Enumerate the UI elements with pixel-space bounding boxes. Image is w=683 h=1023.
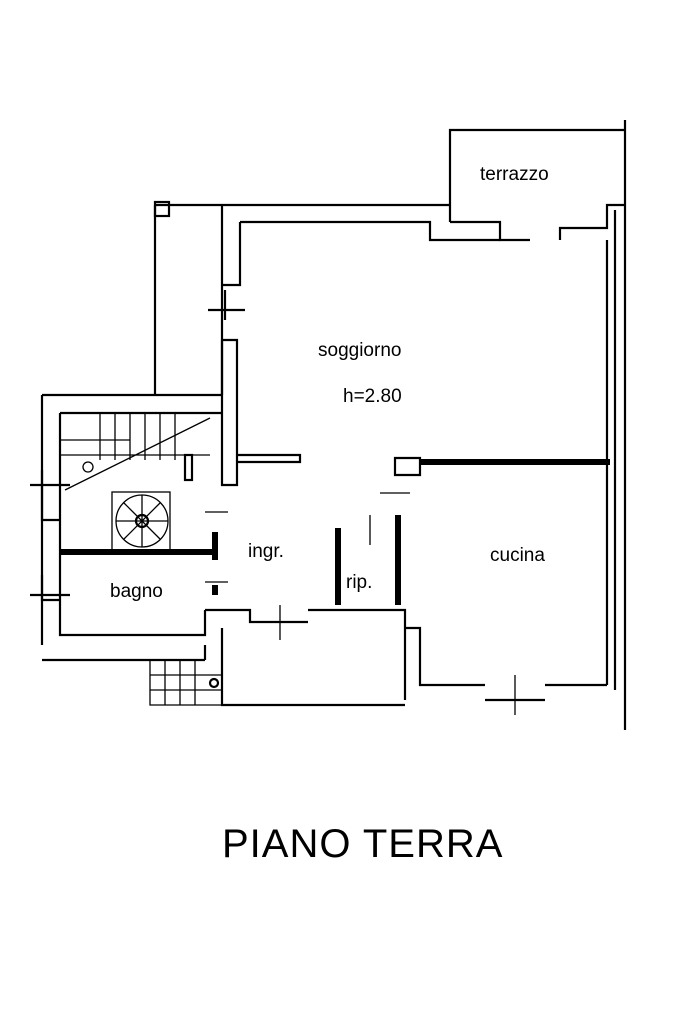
room-label-terrazzo: terrazzo	[480, 164, 549, 185]
room-label-cucina: cucina	[490, 545, 545, 566]
spiral-stair	[111, 491, 171, 551]
floor-title: PIANO TERRA	[222, 822, 503, 866]
room-label-ripostiglio: rip.	[346, 572, 372, 593]
ceiling-height-label: h=2.80	[343, 386, 402, 407]
room-label-bagno: bagno	[110, 581, 163, 602]
room-label-soggiorno: soggiorno	[318, 340, 401, 361]
walls	[30, 120, 627, 730]
room-label-ingresso: ingr.	[248, 541, 284, 562]
